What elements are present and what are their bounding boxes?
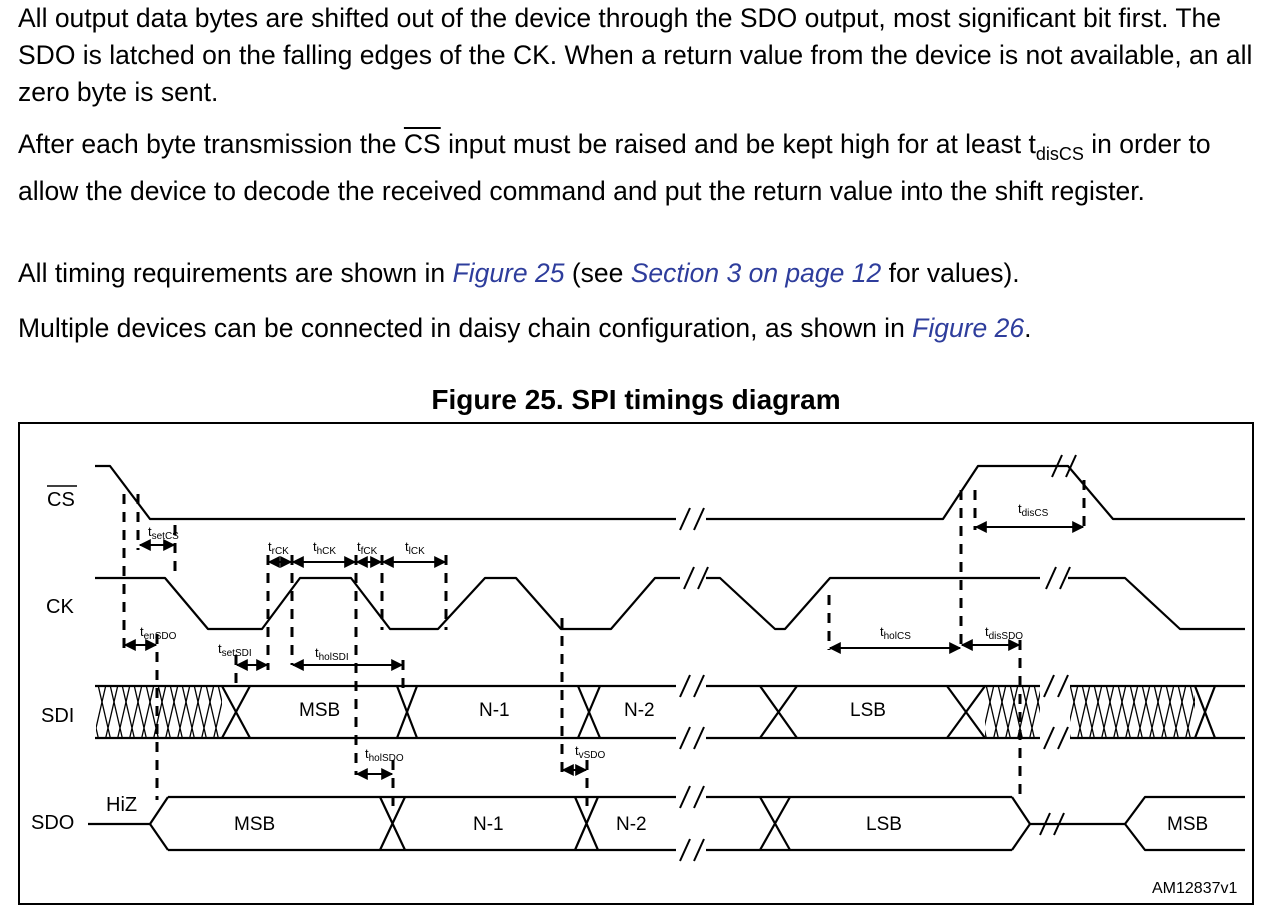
diagram-frame bbox=[18, 422, 1254, 905]
label-tholcs: tholCS bbox=[880, 624, 911, 642]
hiz-label: HiZ bbox=[106, 794, 137, 816]
p3-text-a: All timing requirements are shown in bbox=[18, 258, 453, 288]
ck-waveform-3 bbox=[1068, 576, 1245, 631]
label-tfck: tfCK bbox=[357, 539, 378, 557]
cs-overline-text: CS bbox=[403, 129, 441, 159]
p4-text-a: Multiple devices can be connected in dai… bbox=[18, 313, 913, 343]
sdi-transitions bbox=[221, 685, 1217, 739]
figure-25-link[interactable]: Figure 25 bbox=[452, 258, 565, 288]
sdo-msb-end bbox=[1124, 795, 1245, 852]
spi-timing-diagram: CS CK SDI SDO HiZ bbox=[18, 422, 1254, 905]
cs-waveform bbox=[95, 464, 676, 521]
sdo-break-mark-2 bbox=[1039, 812, 1065, 836]
label-tsetsdi: tsetSDI bbox=[218, 641, 252, 659]
label-tdissdo: tdisSDO bbox=[985, 624, 1023, 642]
p3-text-c: for values). bbox=[881, 258, 1020, 288]
label-tholsdi: tholSDI bbox=[315, 645, 349, 663]
sdi-signal-label: SDI bbox=[41, 705, 74, 727]
label-tsetcs: tsetCS bbox=[148, 524, 179, 542]
cs-signal-label: CS bbox=[47, 489, 75, 511]
p2-text-c: in order to allow the device to decode t… bbox=[18, 129, 1211, 206]
sdo-transitions bbox=[379, 796, 1032, 851]
figure-title: Figure 25. SPI timings diagram bbox=[431, 384, 841, 415]
label-tdiscs: tdisCS bbox=[1018, 501, 1049, 519]
p3-text-b: (see bbox=[564, 258, 631, 288]
paragraph-sdo-output: All output data bytes are shifted out of… bbox=[18, 3, 1253, 107]
label-tlck: tlCK bbox=[405, 539, 425, 557]
paragraph-cs-timing: After each byte transmission the CS inpu… bbox=[18, 126, 1268, 210]
sdo-bit-n1: N-1 bbox=[473, 814, 504, 835]
sdi-bit-n1: N-1 bbox=[479, 700, 510, 721]
sdi-bit-lsb: LSB bbox=[850, 700, 886, 721]
sdo-hiz-line-b bbox=[149, 823, 169, 851]
sdi-undefined-region-2 bbox=[985, 687, 1040, 737]
ck-break-mark-2 bbox=[1045, 566, 1071, 590]
sdi-break-mark bbox=[679, 674, 705, 750]
cs-break-mark bbox=[679, 507, 705, 531]
sdi-undefined-region-1 bbox=[96, 687, 222, 737]
p4-text-b: . bbox=[1024, 313, 1032, 343]
p2-text-a: After each byte transmission the bbox=[18, 129, 404, 159]
cs-break-mark-2 bbox=[1051, 454, 1077, 478]
label-tvsdo: tvSDO bbox=[575, 743, 606, 761]
sdi-break-mark-2 bbox=[1043, 674, 1069, 750]
sdo-bit-msb-2: MSB bbox=[1167, 814, 1208, 835]
sdo-bit-msb: MSB bbox=[234, 814, 275, 835]
p2-text-b: input must be raised and be kept high fo… bbox=[440, 129, 1036, 159]
sdo-signal-label: SDO bbox=[31, 812, 74, 834]
label-thck: thCK bbox=[313, 539, 336, 557]
label-tholsdo: tholSDO bbox=[365, 746, 404, 764]
figure-26-link[interactable]: Figure 26 bbox=[912, 313, 1025, 343]
sdi-undefined-region-3 bbox=[1070, 687, 1195, 737]
sdo-bit-n2: N-2 bbox=[616, 814, 647, 835]
sdi-bit-msb: MSB bbox=[299, 700, 340, 721]
cs-waveform-2 bbox=[706, 464, 1245, 521]
sdo-bit-lsb: LSB bbox=[866, 814, 902, 835]
paragraph-timing-requirements: All timing requirements are shown in Fig… bbox=[18, 255, 1268, 292]
p2-subscript: disCS bbox=[1035, 144, 1084, 164]
sdi-bit-n2: N-2 bbox=[624, 700, 655, 721]
ck-break-mark bbox=[683, 566, 709, 590]
ck-waveform-2 bbox=[706, 576, 1040, 631]
label-tensdo: tenSDO bbox=[140, 624, 177, 642]
paragraph-daisy-chain: Multiple devices can be connected in dai… bbox=[18, 310, 1268, 347]
ck-signal-label: CK bbox=[46, 596, 74, 618]
ck-waveform bbox=[95, 576, 680, 631]
figure-id: AM12837v1 bbox=[1152, 880, 1237, 897]
label-trck: trCK bbox=[268, 539, 289, 557]
section-3-link[interactable]: Section 3 on page 12 bbox=[630, 258, 882, 288]
sdo-break-mark bbox=[679, 785, 705, 862]
